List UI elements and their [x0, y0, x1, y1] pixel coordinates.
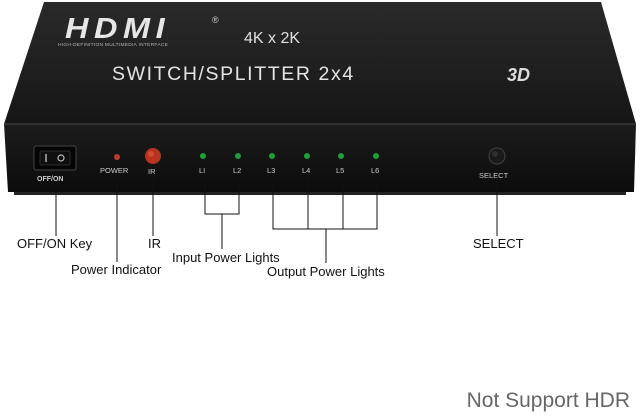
hdmi-tagline: HIGH-DEFINITION MULTIMEDIA INTERFACE — [58, 42, 168, 48]
power-indicator-callout: Power Indicator — [71, 262, 162, 277]
switch-panel-label: OFF/ON — [37, 176, 63, 183]
led-row — [200, 153, 379, 159]
hdmi-logo: HDMI — [65, 12, 170, 45]
l4-panel-label: L4 — [302, 166, 310, 175]
led-l3 — [269, 153, 275, 159]
output-power-lights-callout: Output Power Lights — [267, 264, 385, 279]
select-callout: SELECT — [473, 236, 524, 251]
select-panel-label: SELECT — [479, 171, 509, 180]
input-power-lights-callout: Input Power Lights — [172, 250, 280, 265]
3d-badge: 3D — [507, 65, 530, 85]
trademark-mark: ® — [212, 15, 219, 25]
l2-panel-label: L2 — [233, 166, 241, 175]
ir-callout: IR — [148, 236, 161, 251]
led-l6 — [373, 153, 379, 159]
device-front-panel — [4, 124, 636, 192]
power-panel-label: POWER — [100, 166, 129, 175]
hdr-note: Not Support HDR — [466, 389, 630, 412]
callout-lines — [55, 178, 498, 263]
l6-panel-label: L6 — [371, 166, 379, 175]
led-l4 — [304, 153, 310, 159]
device-top-face — [4, 2, 636, 124]
l1-panel-label: LI — [199, 166, 205, 175]
power-led — [114, 154, 120, 160]
ir-panel-label: IR — [148, 167, 156, 176]
led-l2 — [235, 153, 241, 159]
off-on-key-callout: OFF/ON Key — [17, 236, 93, 251]
led-l1 — [200, 153, 206, 159]
model-label: SWITCH/SPLITTER 2x4 — [112, 63, 355, 85]
l3-panel-label: L3 — [267, 166, 275, 175]
resolution-label: 4K x 2K — [244, 30, 300, 47]
l5-panel-label: L5 — [336, 166, 344, 175]
led-l5 — [338, 153, 344, 159]
